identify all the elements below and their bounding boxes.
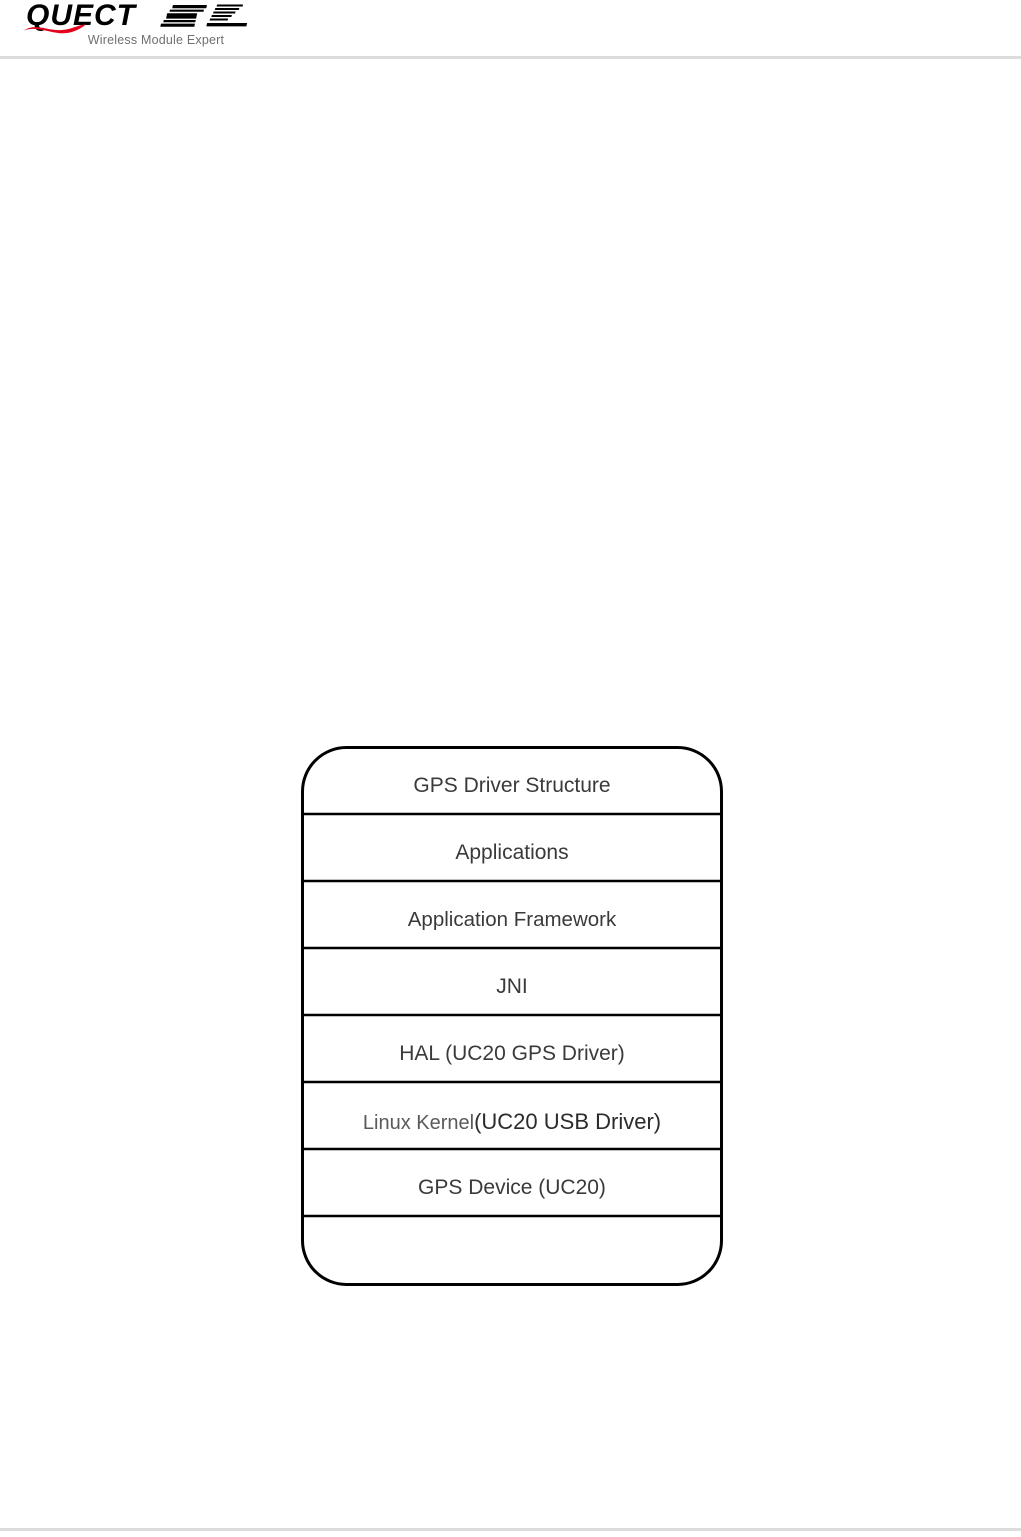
header-divider [0,56,1021,59]
quectel-wordmark-icon: QUECT [24,0,248,34]
layer-linux-kernel: Linux Kernel(UC20 USB Driver) [300,1109,724,1135]
page-header: QUECT Wireless Module Expert [0,0,1021,59]
logo-tagline: Wireless Module Expert [87,33,225,47]
diagram-title: GPS Driver Structure [413,774,611,797]
gps-driver-structure-diagram: GPS Driver Structure Applications Applic… [300,745,724,1287]
footer-divider [0,1528,1021,1531]
layer-applications: Applications [455,841,569,864]
layer-linux-kernel-emphasis: (UC20 USB Driver) [474,1109,662,1134]
layer-application-framework: Application Framework [407,908,617,931]
layer-linux-kernel-prefix: Linux Kernel [362,1112,475,1134]
layer-gps-device: GPS Device (UC20) [418,1176,606,1199]
layer-hal: HAL (UC20 GPS Driver) [399,1042,625,1065]
quectel-logo: QUECT Wireless Module Expert [22,0,290,52]
diagram-outline [301,746,723,1286]
layer-jni: JNI [496,975,528,998]
